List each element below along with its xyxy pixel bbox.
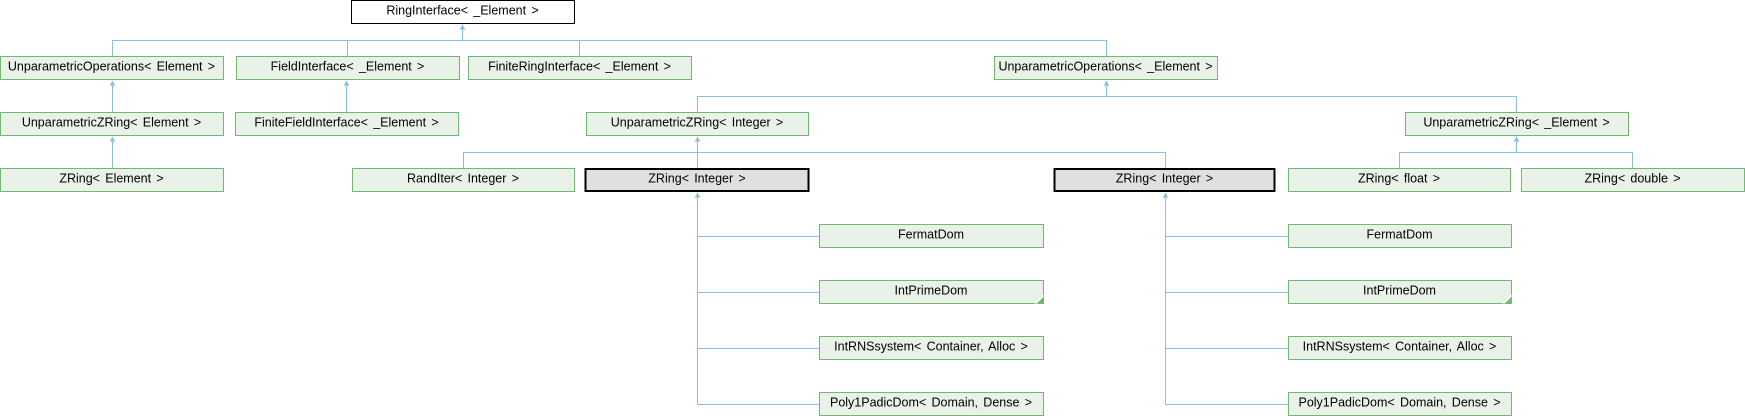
svg-text:UnparametricOperations< _Eleme: UnparametricOperations< _Element > bbox=[998, 60, 1212, 74]
svg-text:IntRNSsystem< Container, Alloc: IntRNSsystem< Container, Alloc > bbox=[1303, 340, 1497, 354]
svg-text:FieldInterface< _Element >: FieldInterface< _Element > bbox=[271, 60, 425, 74]
svg-text:UnparametricZRing< Element >: UnparametricZRing< Element > bbox=[22, 116, 201, 130]
svg-text:IntPrimeDom: IntPrimeDom bbox=[895, 284, 968, 298]
svg-text:FermatDom: FermatDom bbox=[1367, 228, 1433, 242]
svg-text:FiniteFieldInterface< _Element: FiniteFieldInterface< _Element > bbox=[254, 116, 438, 130]
svg-text:ZRing< Integer >: ZRing< Integer > bbox=[1116, 172, 1213, 186]
svg-text:RingInterface< _Element >: RingInterface< _Element > bbox=[386, 4, 538, 18]
svg-text:FermatDom: FermatDom bbox=[898, 228, 964, 242]
svg-text:Poly1PadicDom< Domain, Dense >: Poly1PadicDom< Domain, Dense > bbox=[1298, 396, 1500, 410]
svg-text:IntPrimeDom: IntPrimeDom bbox=[1363, 284, 1436, 298]
svg-text:ZRing< float >: ZRing< float > bbox=[1358, 172, 1440, 186]
svg-text:Poly1PadicDom< Domain, Dense >: Poly1PadicDom< Domain, Dense > bbox=[830, 396, 1032, 410]
svg-text:FiniteRingInterface< _Element: FiniteRingInterface< _Element > bbox=[488, 60, 671, 74]
svg-text:RandIter< Integer >: RandIter< Integer > bbox=[407, 172, 519, 186]
svg-text:UnparametricZRing< _Element >: UnparametricZRing< _Element > bbox=[1423, 116, 1609, 130]
svg-text:UnparametricZRing< Integer >: UnparametricZRing< Integer > bbox=[611, 116, 783, 130]
svg-text:ZRing< double >: ZRing< double > bbox=[1584, 172, 1680, 186]
svg-text:ZRing< Integer >: ZRing< Integer > bbox=[648, 172, 745, 186]
svg-text:ZRing< Element >: ZRing< Element > bbox=[59, 172, 163, 186]
svg-text:UnparametricOperations< Elemen: UnparametricOperations< Element > bbox=[8, 60, 215, 74]
svg-text:IntRNSsystem< Container, Alloc: IntRNSsystem< Container, Alloc > bbox=[834, 340, 1028, 354]
